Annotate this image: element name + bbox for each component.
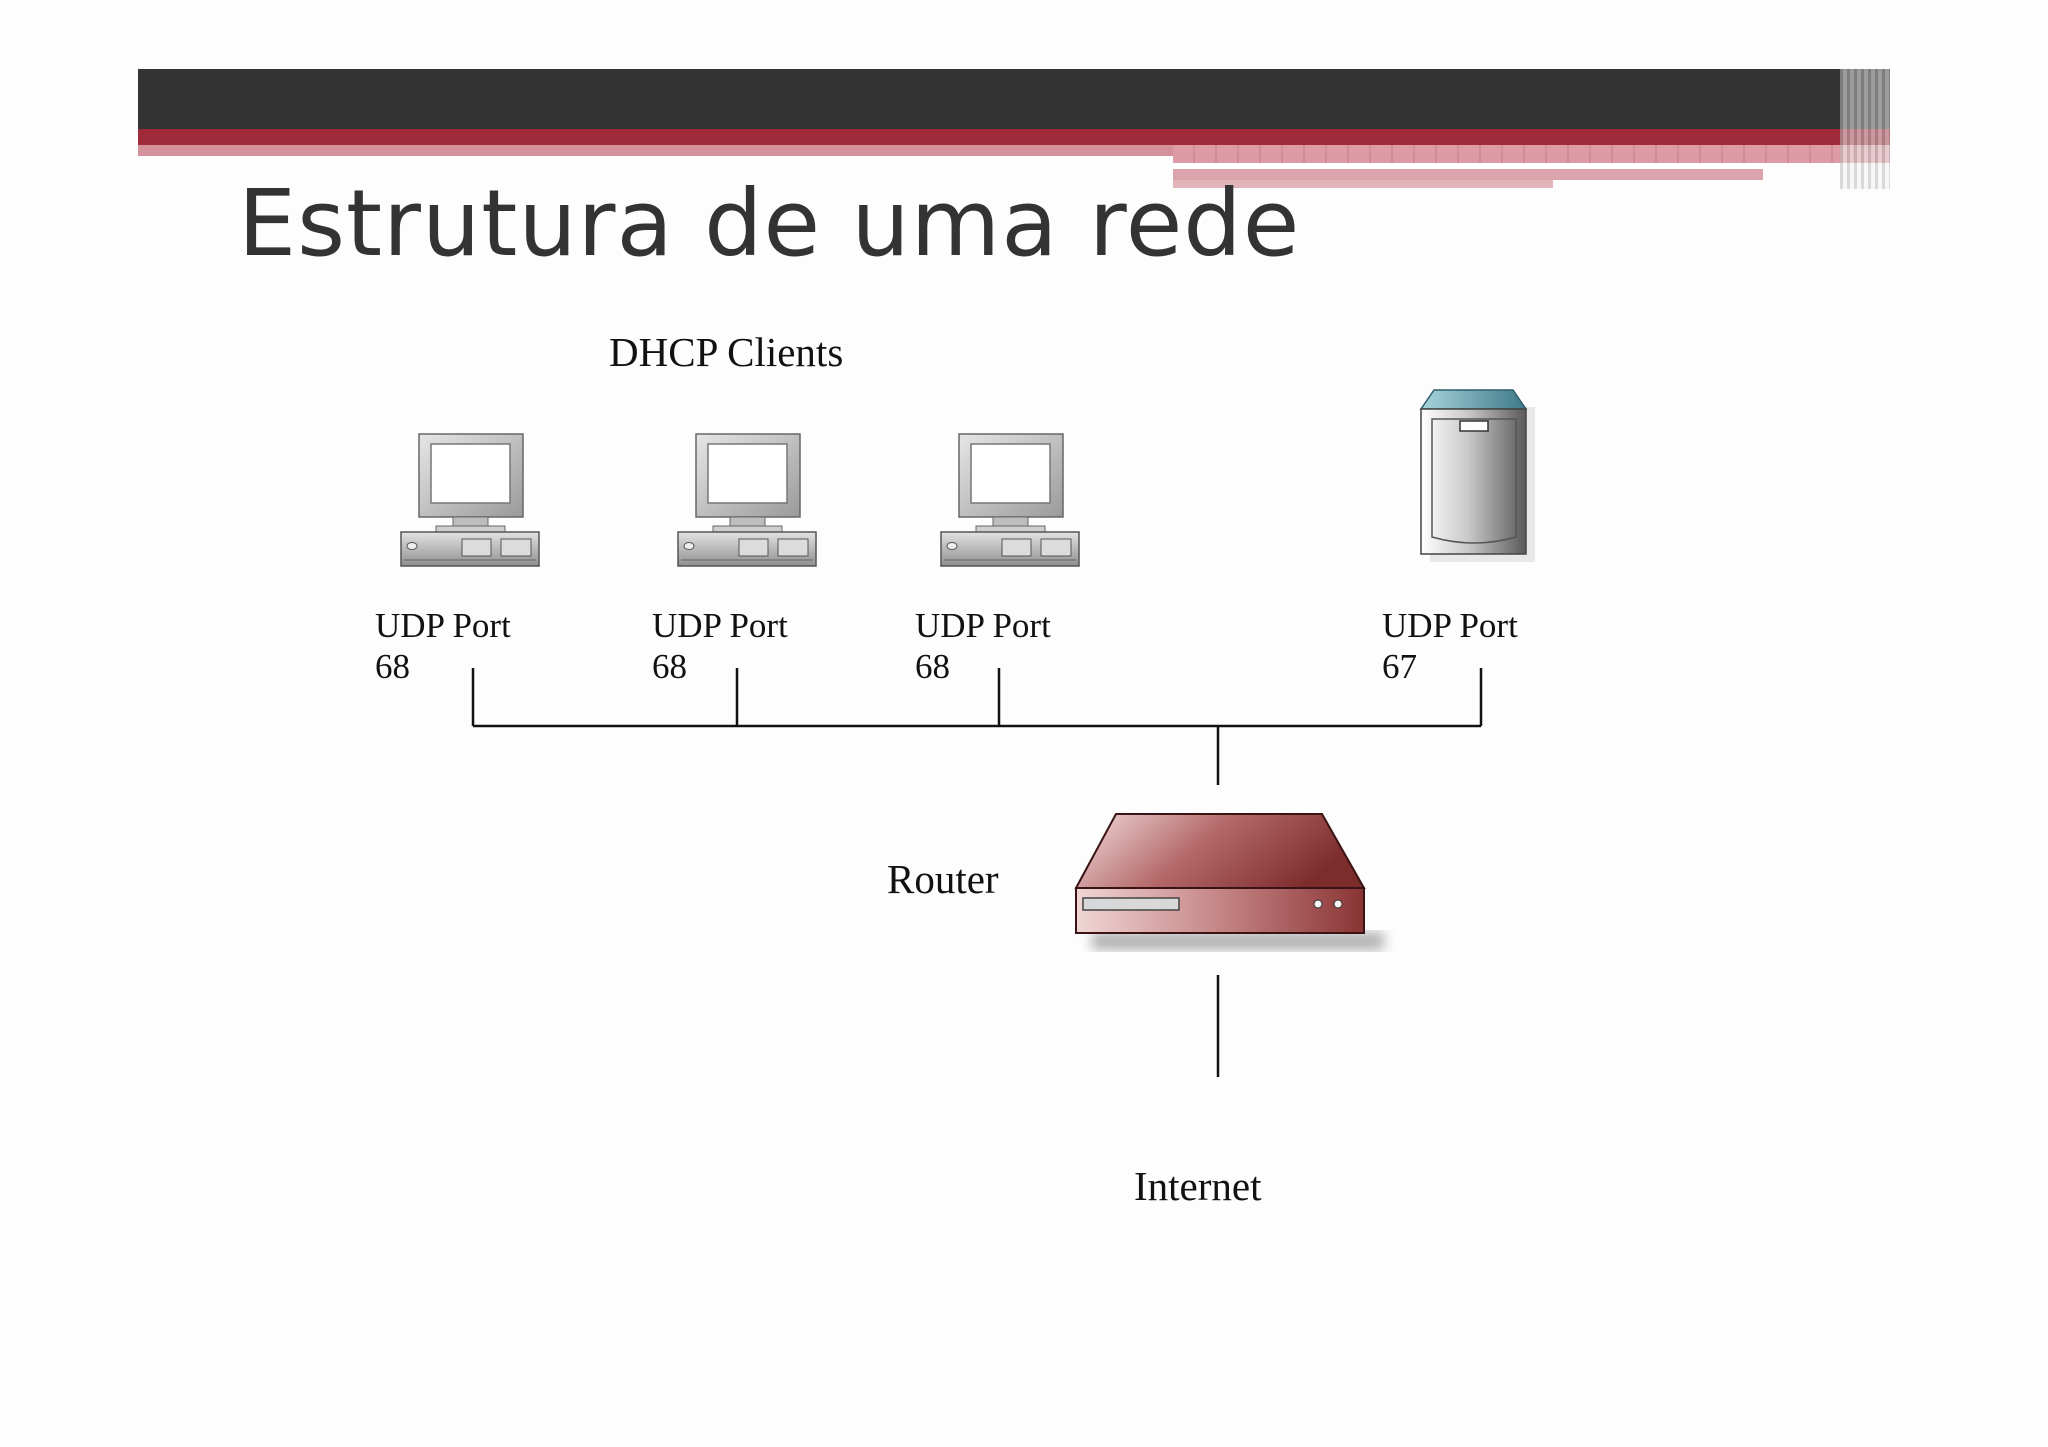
port-label-line: UDP Port bbox=[652, 606, 788, 645]
router-label: Router bbox=[887, 856, 999, 902]
header-end-texture bbox=[1840, 69, 1890, 189]
port-number: 68 bbox=[915, 647, 950, 686]
port-number: 68 bbox=[375, 647, 410, 686]
slide-title: Estrutura de uma rede bbox=[238, 170, 1301, 277]
desktop-computer-icon bbox=[677, 433, 817, 567]
server-tower-icon bbox=[1419, 389, 1535, 562]
server-port-label: UDP Port 67 bbox=[1382, 605, 1518, 687]
header-dark-bar bbox=[138, 69, 1890, 129]
internet-label: Internet bbox=[1134, 1163, 1262, 1209]
header-red-bar bbox=[138, 129, 1890, 145]
dhcp-clients-label: DHCP Clients bbox=[609, 329, 844, 375]
client-port-label: UDP Port 68 bbox=[915, 605, 1051, 687]
header-pink-stripe bbox=[1173, 180, 1553, 188]
client-port-label: UDP Port 68 bbox=[652, 605, 788, 687]
header-pink-stripe bbox=[138, 145, 1173, 156]
header-white-stripe bbox=[1173, 163, 1763, 169]
router-icon bbox=[1074, 813, 1384, 950]
port-number: 68 bbox=[652, 647, 687, 686]
port-number: 67 bbox=[1382, 647, 1417, 686]
desktop-computer-icon bbox=[400, 433, 540, 567]
client-port-label: UDP Port 68 bbox=[375, 605, 511, 687]
desktop-computer-icon bbox=[940, 433, 1080, 567]
port-label-line: UDP Port bbox=[375, 606, 511, 645]
header-pink-stripe bbox=[1173, 145, 1890, 163]
header-pink-stripe bbox=[1173, 169, 1763, 180]
port-label-line: UDP Port bbox=[1382, 606, 1518, 645]
port-label-line: UDP Port bbox=[915, 606, 1051, 645]
